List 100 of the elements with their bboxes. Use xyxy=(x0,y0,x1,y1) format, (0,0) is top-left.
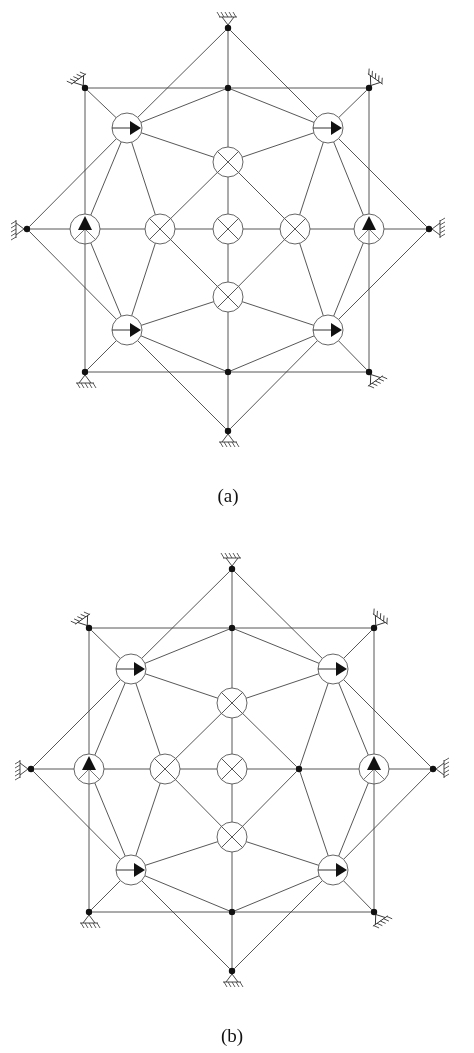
cross-joint-circle xyxy=(212,213,244,245)
link-line xyxy=(238,172,285,219)
link-line xyxy=(94,782,126,857)
joint-dot xyxy=(228,624,236,632)
link-line xyxy=(241,132,315,158)
joint-dot xyxy=(224,368,232,376)
link-line xyxy=(86,89,117,119)
link-line xyxy=(246,768,297,770)
link-line xyxy=(299,242,324,317)
link-line xyxy=(32,679,121,768)
link-line xyxy=(170,239,218,287)
link-line xyxy=(170,172,218,219)
joint-dot xyxy=(228,565,236,573)
actuator-circle xyxy=(317,653,349,685)
cross-joint-circle xyxy=(212,281,244,313)
actuator-circle xyxy=(317,854,349,886)
link-line xyxy=(227,176,229,215)
actuator-circle xyxy=(312,314,344,346)
link-line xyxy=(84,243,86,370)
actuator-circle xyxy=(312,112,344,144)
joint-dot xyxy=(295,765,303,773)
link-line xyxy=(144,673,219,699)
actuator-circle xyxy=(353,213,385,245)
link-line xyxy=(230,87,367,89)
link-line xyxy=(174,228,214,230)
link-line xyxy=(301,768,360,770)
link-line xyxy=(229,340,318,430)
link-line xyxy=(87,87,226,89)
link-line xyxy=(234,628,320,664)
joint-dot xyxy=(85,624,93,632)
link-line xyxy=(343,880,373,911)
link-line xyxy=(141,880,231,970)
joint-dot xyxy=(85,908,93,916)
actuator-circle xyxy=(111,314,143,346)
link-line xyxy=(135,682,161,756)
link-line xyxy=(135,782,161,857)
link-line xyxy=(140,88,226,123)
link-line xyxy=(144,841,219,866)
cross-joint-circle xyxy=(216,687,248,719)
subfigure-label: (b) xyxy=(220,1025,244,1047)
link-line xyxy=(338,682,369,756)
link-line xyxy=(388,768,431,770)
actuator-circle xyxy=(115,653,147,685)
joint-dot xyxy=(228,908,236,916)
link-line xyxy=(234,911,372,913)
link-line xyxy=(94,682,126,756)
joint-dot xyxy=(224,427,232,435)
joint-dot xyxy=(365,368,373,376)
actuator-circle xyxy=(69,213,101,245)
link-line xyxy=(299,682,329,767)
cross-joint-circle xyxy=(216,753,248,785)
link-line xyxy=(88,783,90,910)
cross-joint-circle xyxy=(144,213,176,245)
joint-dot xyxy=(27,765,35,773)
link-line xyxy=(141,570,231,659)
link-line xyxy=(245,841,320,866)
link-line xyxy=(87,371,226,373)
link-line xyxy=(241,301,315,326)
link-line xyxy=(231,851,233,910)
link-line xyxy=(140,132,215,158)
link-line xyxy=(179,768,218,770)
link-line xyxy=(88,630,90,755)
link-line xyxy=(299,771,329,857)
actuator-circle xyxy=(358,753,390,785)
link-line xyxy=(227,311,229,370)
link-line xyxy=(234,875,320,912)
link-line xyxy=(90,141,122,216)
link-line xyxy=(90,242,122,317)
joint-dot xyxy=(228,967,236,975)
joint-dot xyxy=(81,368,89,376)
link-line xyxy=(144,628,230,664)
joint-dot xyxy=(429,765,437,773)
link-line xyxy=(91,627,230,629)
link-line xyxy=(227,374,229,429)
link-line xyxy=(242,228,281,230)
cross-joint-circle xyxy=(149,753,181,785)
link-line xyxy=(140,301,215,326)
link-line xyxy=(373,783,375,910)
joint-dot xyxy=(81,84,89,92)
link-line xyxy=(368,243,370,370)
joint-dot xyxy=(23,225,31,233)
link-line xyxy=(338,230,428,320)
link-line xyxy=(29,228,71,230)
link-line xyxy=(245,673,320,699)
link-line xyxy=(90,880,121,911)
link-line xyxy=(175,779,222,827)
joint-dot xyxy=(224,84,232,92)
cross-joint-circle xyxy=(216,821,248,853)
link-line xyxy=(343,679,432,768)
link-line xyxy=(144,875,230,912)
joint-dot xyxy=(370,908,378,916)
link-line xyxy=(91,911,230,913)
link-line xyxy=(33,768,75,770)
link-line xyxy=(231,630,233,689)
link-line xyxy=(230,335,315,372)
cross-joint-circle xyxy=(212,146,244,178)
link-line xyxy=(338,89,368,118)
link-line xyxy=(231,783,233,823)
cross-joint-circle xyxy=(279,213,311,245)
link-line xyxy=(86,340,117,371)
